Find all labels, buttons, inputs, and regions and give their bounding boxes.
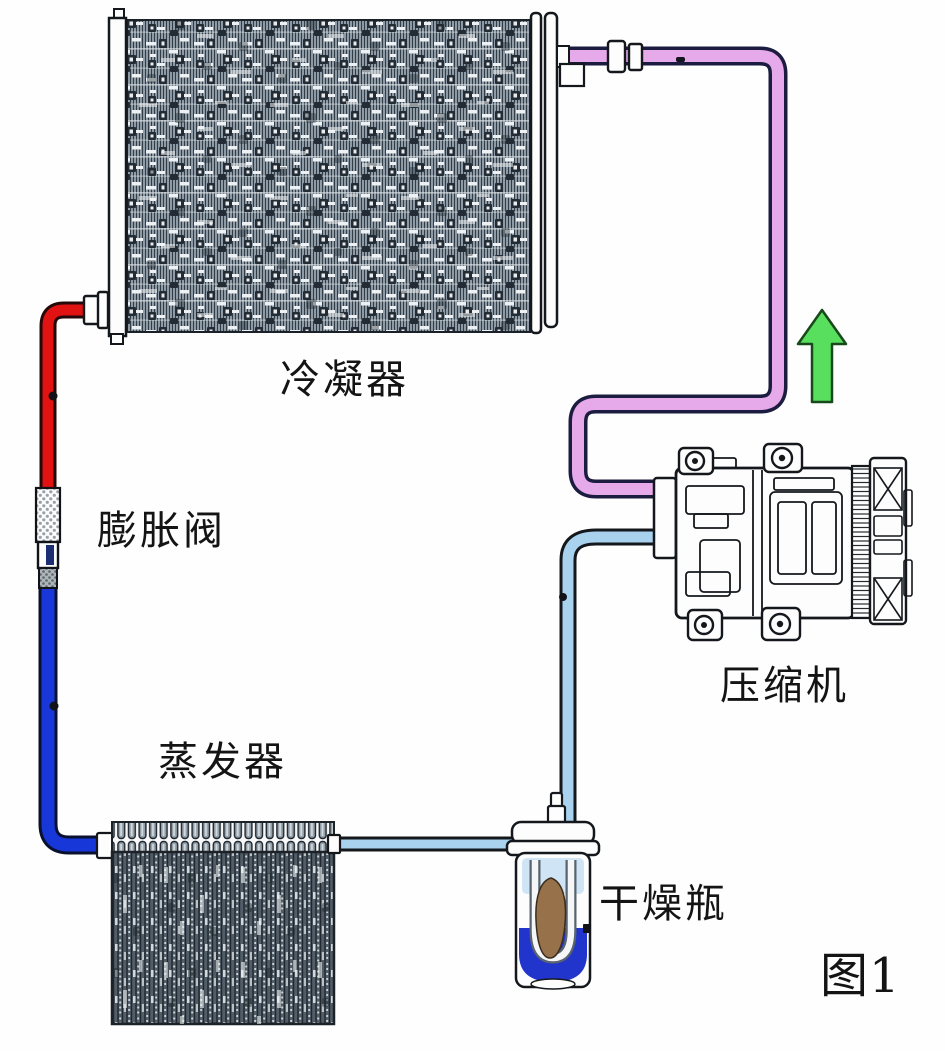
- compressor-port-block: [652, 476, 678, 560]
- evaporator-tube-row: [111, 821, 335, 853]
- condenser-label: 冷凝器: [280, 357, 409, 403]
- condenser-outlet-bracket: [556, 45, 586, 88]
- flow-marker: [48, 391, 58, 401]
- compressor: [652, 442, 913, 642]
- condenser-left-end-plate: [107, 8, 128, 345]
- flow-marker: [559, 593, 567, 601]
- compressor-label: 压缩机: [720, 663, 849, 709]
- compressor-mounting-lugs: [677, 442, 804, 642]
- expansion-valve-label: 膨胀阀: [97, 508, 226, 554]
- suction-pipe-drier-to-compressor: [559, 528, 657, 826]
- compressor-clutch-assembly: [850, 456, 913, 626]
- evaporator-inlet-connector: [95, 831, 115, 860]
- condenser-right-header: [529, 11, 559, 335]
- braided-hose-section: [34, 486, 62, 544]
- condenser-outlet-fitting: [82, 290, 110, 330]
- evaporator-label: 蒸发器: [158, 739, 287, 785]
- discharge-pipe: [563, 39, 788, 499]
- figure-caption: 图1: [820, 948, 901, 1004]
- evaporator: [95, 821, 342, 1026]
- valve-body: [36, 540, 60, 570]
- receiver-drier: [505, 791, 601, 990]
- flow-marker: [49, 701, 59, 711]
- condenser: [107, 8, 586, 345]
- drier-side-clip: [583, 924, 591, 933]
- desiccant-bag: [535, 877, 567, 959]
- receiver-drier-label: 干燥瓶: [599, 881, 728, 927]
- braided-hose-section: [38, 567, 58, 589]
- expansion-valve: [34, 486, 62, 589]
- liquid-pipe-high-pressure: [39, 290, 110, 488]
- flow-marker: [676, 57, 685, 62]
- pipe-union-fitting: [606, 39, 644, 74]
- evaporator-outlet-connector: [326, 833, 342, 855]
- liquid-pipe-low-pressure: [38, 586, 100, 855]
- drier-bottom-rim: [530, 978, 576, 990]
- flow-direction-arrow-icon: [796, 308, 848, 404]
